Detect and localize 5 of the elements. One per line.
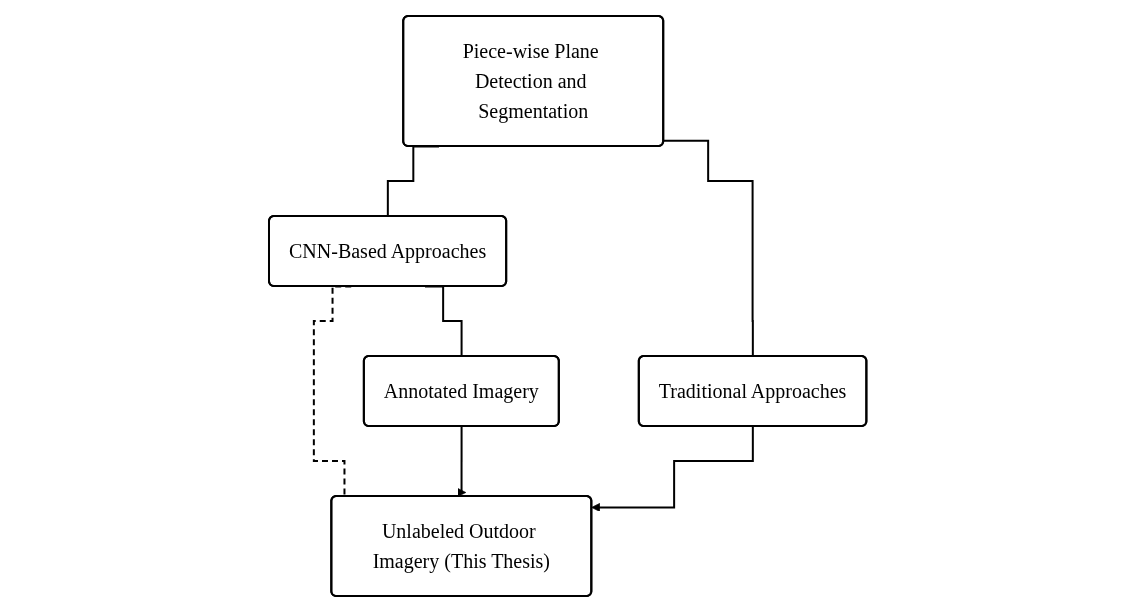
- connector: [663, 139, 755, 357]
- connector: [424, 285, 464, 357]
- arrow: [457, 425, 467, 497]
- connector: [387, 145, 441, 217]
- arrow: [591, 425, 755, 512]
